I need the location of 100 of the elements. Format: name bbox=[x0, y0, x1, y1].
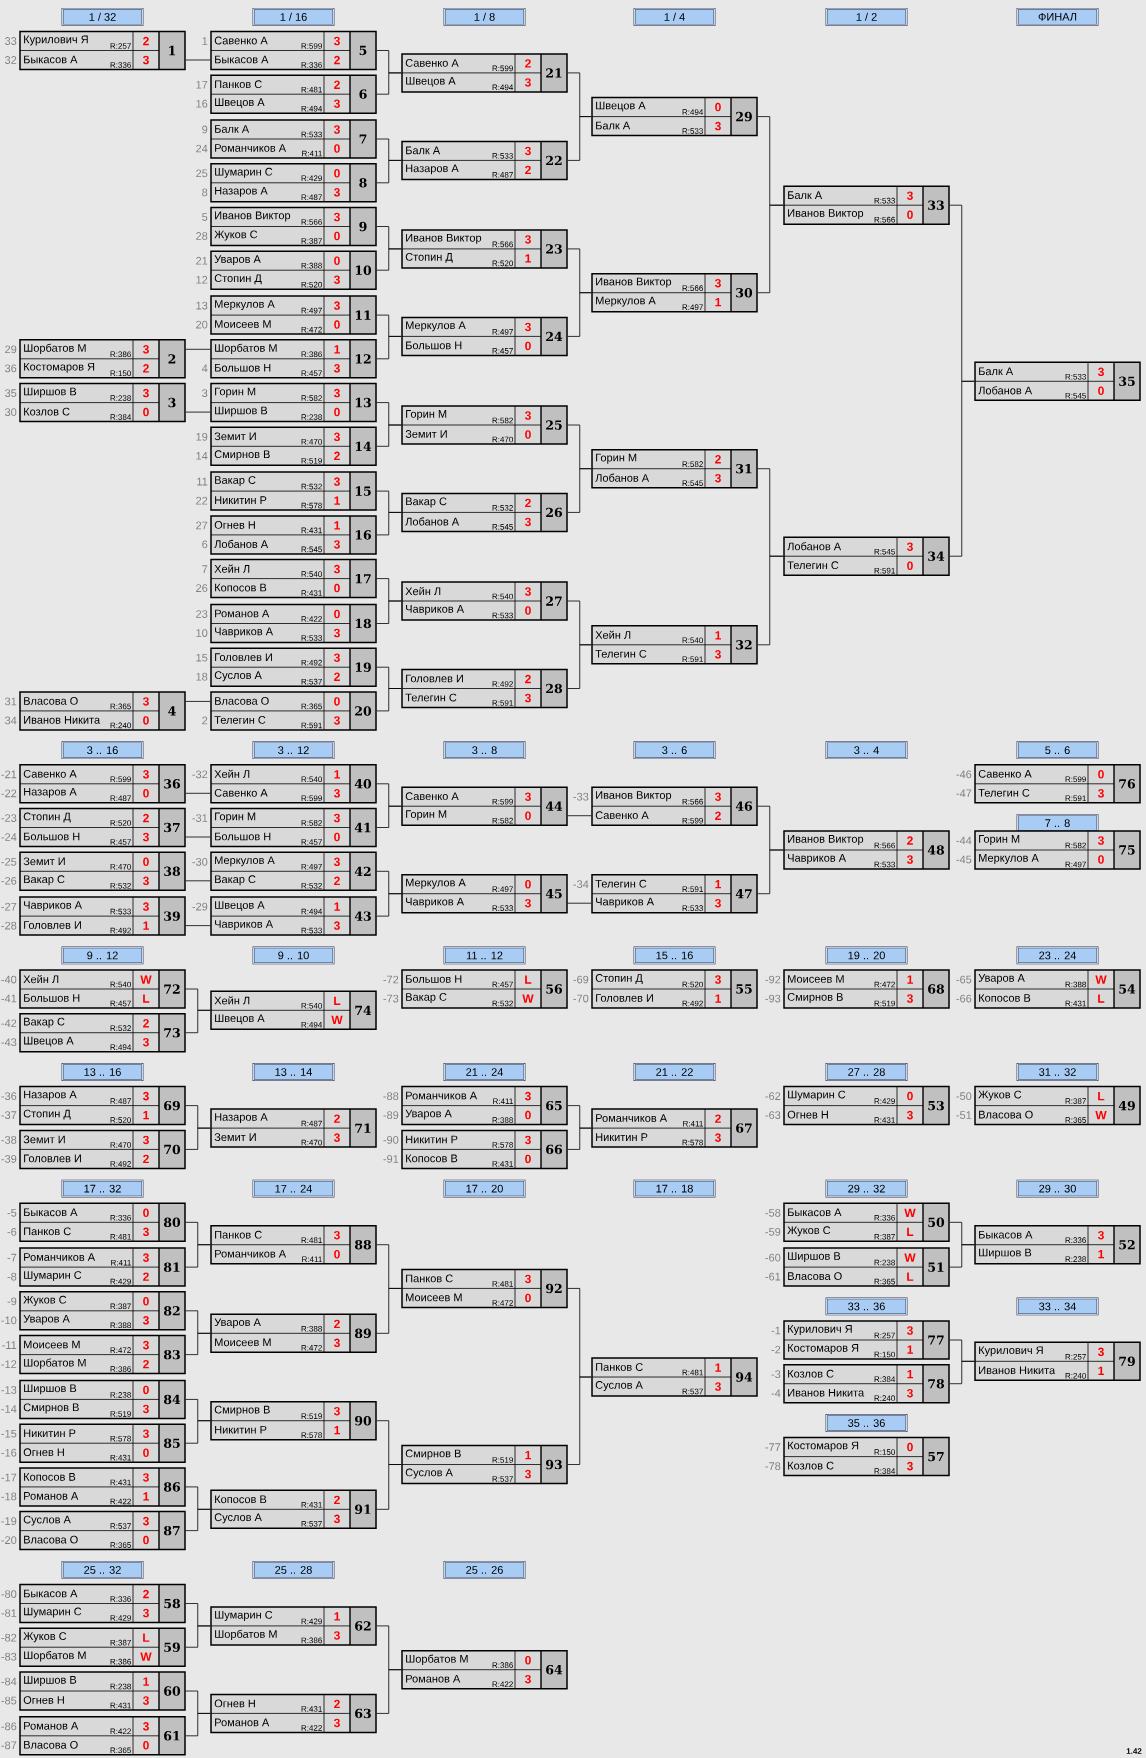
match-box bbox=[19, 896, 186, 936]
score: 3 bbox=[714, 121, 721, 131]
rating-label: R:386 bbox=[301, 351, 322, 358]
seed-number: 6 bbox=[202, 540, 208, 549]
score: 3 bbox=[524, 322, 531, 332]
player-name: Романов А bbox=[24, 1722, 79, 1730]
player-name: Романчиков А bbox=[406, 1091, 478, 1100]
rating-label: R:422 bbox=[301, 1725, 322, 1731]
connector-line bbox=[376, 600, 402, 624]
connector-line bbox=[949, 1244, 975, 1268]
seed-number: -83 bbox=[1, 1652, 17, 1661]
rating-label: R:470 bbox=[301, 438, 322, 445]
player-name: Хейн Л bbox=[405, 586, 441, 596]
rating-label: R:540 bbox=[492, 593, 513, 600]
stage-header: 5 .. 6 bbox=[1016, 741, 1099, 760]
rating-label: R:365 bbox=[301, 703, 322, 710]
match-number: 2 bbox=[168, 354, 176, 364]
rating-label: R:472 bbox=[110, 1347, 131, 1353]
player-name: Быкасов А bbox=[24, 1589, 78, 1598]
seed-number: 24 bbox=[196, 144, 208, 153]
rating-label: R:238 bbox=[874, 1259, 895, 1266]
match-number: 75 bbox=[1119, 845, 1135, 855]
connector-line bbox=[185, 1713, 211, 1737]
seed-number: -22 bbox=[1, 789, 17, 798]
score: 3 bbox=[333, 653, 340, 662]
match-number: 4 bbox=[168, 706, 176, 716]
stage-header: 25 .. 32 bbox=[61, 1561, 144, 1579]
player-name: Романов А bbox=[215, 609, 270, 618]
stage-header: 3 .. 8 bbox=[443, 741, 526, 760]
match-box bbox=[210, 1224, 377, 1265]
match-box bbox=[19, 1334, 186, 1375]
score: 3 bbox=[524, 78, 531, 87]
rating-label: R:431 bbox=[301, 527, 322, 534]
player-name: Курилович Я bbox=[24, 35, 88, 46]
seed-number: -81 bbox=[1, 1609, 17, 1617]
rating-label: R:388 bbox=[301, 262, 322, 269]
connector-line bbox=[185, 880, 211, 882]
player-name: Чавриков А bbox=[215, 920, 273, 931]
match-number: 1 bbox=[169, 45, 176, 56]
match-box bbox=[783, 1320, 950, 1360]
rating-label: R:384 bbox=[110, 414, 132, 420]
match-box bbox=[19, 1510, 186, 1551]
rating-label: R:494 bbox=[301, 1021, 323, 1028]
match-box bbox=[783, 1436, 950, 1477]
seed-number: 15 bbox=[196, 653, 208, 662]
score: 3 bbox=[333, 857, 340, 867]
player-name: Телегин С bbox=[595, 649, 647, 658]
rating-label: R:545 bbox=[874, 548, 895, 555]
seed-number: -23 bbox=[1, 814, 17, 822]
seed-number: -5 bbox=[7, 1209, 17, 1217]
match-box bbox=[210, 339, 377, 379]
stage-header: 17 .. 24 bbox=[252, 1179, 335, 1198]
score: 0 bbox=[525, 1293, 531, 1303]
score: 2 bbox=[715, 1114, 721, 1123]
stage-header: 11 .. 12 bbox=[443, 946, 526, 965]
match-number: 54 bbox=[1119, 984, 1136, 994]
rating-label: R:336 bbox=[301, 62, 322, 68]
score: 3 bbox=[142, 1227, 149, 1237]
player-name: Ширшов В bbox=[215, 406, 268, 417]
match-number: 38 bbox=[164, 866, 181, 877]
score: 3 bbox=[142, 1316, 149, 1325]
seed-number: -51 bbox=[956, 1111, 972, 1119]
rating-label: R:540 bbox=[110, 981, 131, 988]
stage-header: 3 .. 6 bbox=[633, 741, 716, 760]
score: 3 bbox=[142, 1253, 149, 1262]
seed-number: -26 bbox=[1, 876, 17, 885]
match-number: 3 bbox=[168, 397, 176, 408]
match-number: 80 bbox=[163, 1217, 181, 1228]
player-name: Большов Н bbox=[24, 832, 80, 841]
player-name: Назаров А bbox=[215, 186, 268, 197]
score: 3 bbox=[333, 275, 340, 284]
seed-number: -1 bbox=[771, 1326, 781, 1335]
player-name: Иванов Виктор bbox=[596, 277, 672, 288]
rating-label: R:532 bbox=[492, 1000, 513, 1007]
rating-label: R:387 bbox=[874, 1233, 895, 1240]
score: 3 bbox=[142, 1429, 149, 1438]
match-number: 7 bbox=[359, 134, 367, 144]
player-name: Моисеев М bbox=[406, 1293, 462, 1302]
player-name: Власова О bbox=[24, 697, 78, 705]
score: 3 bbox=[333, 1718, 340, 1728]
seed-number: -31 bbox=[192, 814, 208, 822]
player-name: Земит И bbox=[214, 432, 256, 441]
rating-label: R:537 bbox=[492, 1476, 513, 1482]
seed-number: -37 bbox=[1, 1111, 17, 1119]
player-name: Шорбатов М bbox=[24, 1358, 86, 1369]
score: 1 bbox=[715, 298, 721, 307]
rating-label: R:472 bbox=[874, 981, 895, 988]
match-number: 15 bbox=[355, 486, 371, 496]
match-box bbox=[210, 558, 377, 599]
seed-number: 4 bbox=[201, 364, 208, 373]
rating-label: R:591 bbox=[682, 886, 703, 892]
score: 3 bbox=[333, 1230, 340, 1240]
rating-label: R:533 bbox=[492, 905, 513, 911]
match-box bbox=[401, 1649, 568, 1690]
rating-label: R:582 bbox=[1065, 842, 1086, 849]
rating-label: R:431 bbox=[301, 1706, 322, 1712]
stage-header: 17 .. 18 bbox=[633, 1179, 716, 1198]
match-number: 47 bbox=[735, 889, 752, 899]
match-number: 39 bbox=[164, 911, 180, 921]
rating-label: R:533 bbox=[301, 635, 322, 641]
